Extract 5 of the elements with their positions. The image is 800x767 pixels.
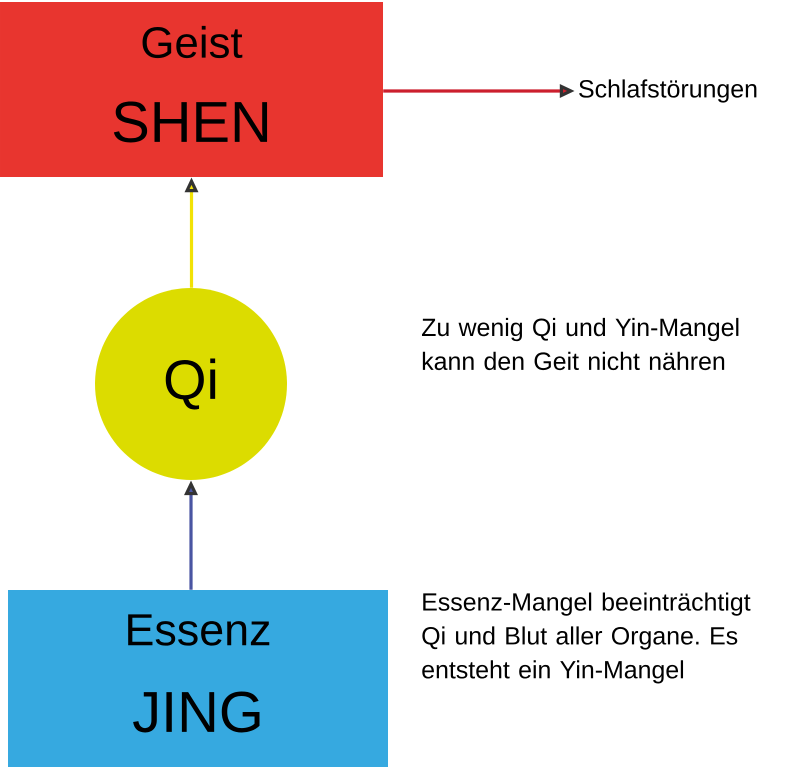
concept-box: Geist SHEN [0,2,383,177]
annotation-text: Essenz-Mangel beeinträchtigt Qi und Blut aller Organe. Es entsteht ein Yin-Mangel [422,592,750,684]
outcome-label: Schlafstörungen [579,79,756,103]
concept-box: Essenz JING [8,590,388,767]
annotation-text: Zu wenig Qi und Yin-Mangel kann den Geit nicht nähren [422,318,738,370]
